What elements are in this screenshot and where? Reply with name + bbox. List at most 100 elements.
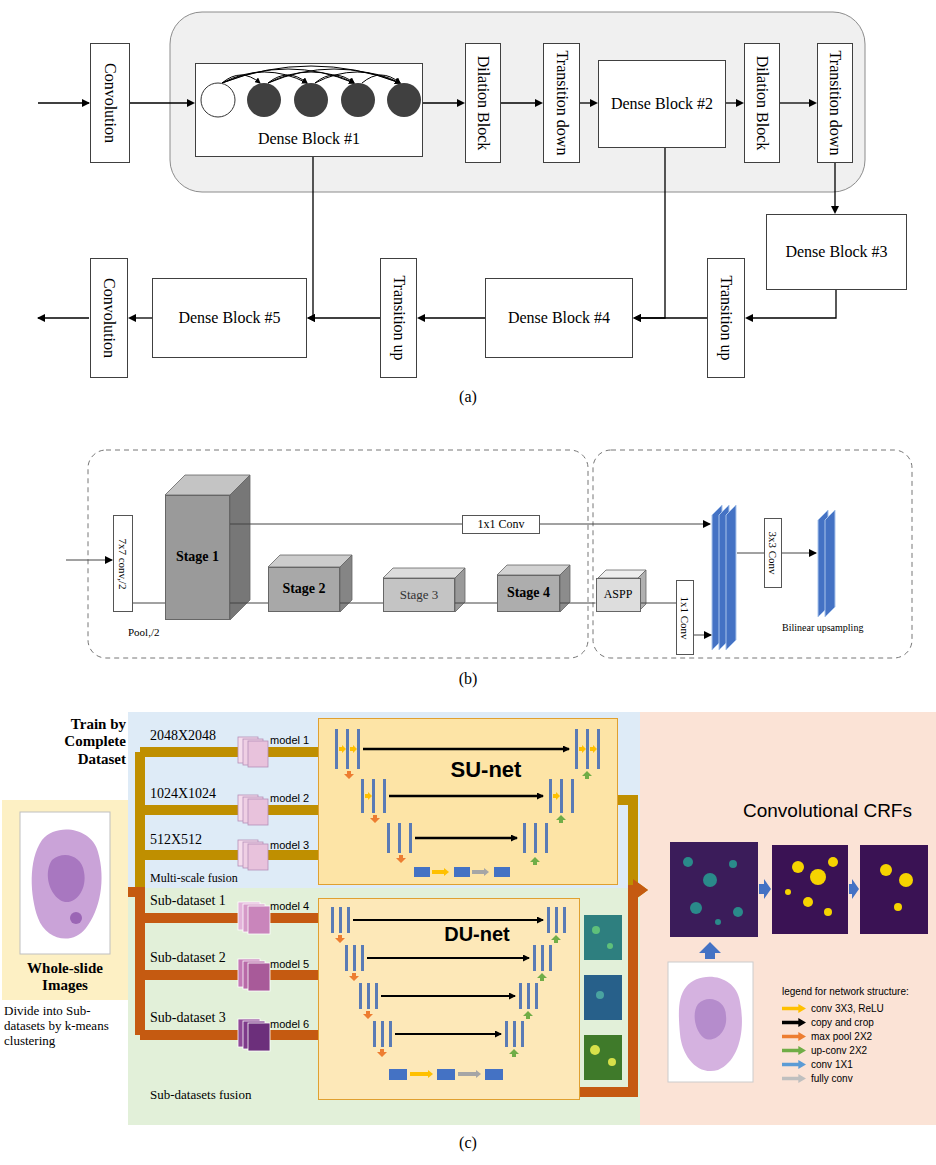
crf-figure [828, 857, 838, 867]
text-label: model 6 [270, 1018, 318, 1031]
text-label: 1024X1024 [150, 786, 230, 802]
unet-figure [494, 867, 510, 877]
node-label: 1x1 Conv [474, 518, 527, 532]
concat-arrow [694, 635, 711, 636]
node-label: Convolution [100, 278, 118, 358]
unet-figure [381, 995, 515, 997]
legend-text: max pool 2X2 [811, 1031, 872, 1042]
arrow-head [633, 314, 641, 322]
connector [780, 99, 817, 107]
dense-block-figure [362, 75, 400, 83]
crf-figure [792, 861, 804, 873]
dashed-frame [88, 450, 588, 658]
text-label: Sub-dataset 1 [150, 893, 240, 909]
unet-figure [472, 868, 489, 876]
node-label: Transition up [717, 275, 735, 360]
vertical-layer-box: Convolution [90, 43, 130, 163]
crf-figure [880, 864, 892, 876]
unet-figure [361, 779, 364, 813]
connector-line [128, 810, 318, 892]
arrow-head [809, 99, 817, 107]
text-label: 2048X2048 [150, 728, 230, 744]
connector-line [639, 148, 665, 318]
probability-map [590, 1045, 600, 1055]
unet-figure [319, 719, 619, 886]
arrow-head [633, 314, 641, 322]
crf-figure [785, 889, 791, 895]
patch-thumbnail [248, 1023, 270, 1051]
unet-figure [432, 868, 449, 876]
unet-figure [509, 935, 561, 1057]
legend-row: max pool 2X2 [782, 1030, 872, 1043]
unet-figure [523, 823, 526, 853]
crf-figure [733, 907, 743, 917]
arrow-head [633, 879, 648, 901]
text-label: legend for network structure: [782, 986, 934, 998]
input-arrow [38, 102, 89, 103]
unet-figure [339, 745, 597, 800]
text-label: (c) [440, 1134, 496, 1152]
arrow-head [590, 99, 598, 107]
slide-image [48, 855, 85, 902]
connector [641, 603, 677, 604]
dense-block-figure [247, 83, 281, 117]
probability-map [592, 926, 600, 934]
unet-figure [571, 779, 574, 813]
stage-block: Stage 4 [497, 575, 560, 612]
unet-figure [344, 771, 354, 779]
crf-figure [849, 879, 859, 899]
connector [340, 603, 383, 604]
arrow-head [457, 99, 465, 107]
cube-face [560, 565, 570, 612]
unet-figure [549, 779, 552, 813]
unet-figure [555, 907, 558, 933]
unet-figure [553, 792, 560, 800]
unet-figure [389, 1069, 503, 1080]
unet-figure [367, 957, 529, 959]
unet-figure [335, 729, 600, 853]
arrow-head [535, 99, 543, 107]
unet-figure [377, 1049, 387, 1057]
connector [501, 99, 543, 107]
unet-figure [353, 945, 356, 971]
unet-figure [519, 983, 522, 1009]
legend-swatch [782, 1046, 806, 1055]
unet-figure [551, 935, 561, 943]
unet-figure [396, 855, 406, 863]
legend-text: conv 3X3, ReLU [811, 1003, 884, 1014]
unet-figure [359, 983, 362, 1009]
network-box: SU-net [318, 718, 618, 885]
crf-figure [785, 857, 838, 916]
dense-block-figure [315, 72, 400, 83]
connector-line [834, 163, 835, 208]
feature-map [825, 510, 835, 617]
legend-row: copy and crop [782, 1016, 874, 1029]
crf-figure [899, 873, 913, 887]
node-label: Dilation Block [753, 56, 771, 151]
node-label: Convolution [101, 63, 119, 143]
aspp-block: ASPP [596, 578, 641, 612]
stage-block: Stage 3 [383, 578, 455, 612]
unet-figure [541, 945, 544, 971]
text-label: (b) [440, 670, 496, 688]
input-panel: Whole-slide Images [2, 800, 128, 1000]
unet-figure [395, 1033, 501, 1035]
connector-line [560, 603, 596, 604]
node-label: Stage 2 [279, 581, 328, 597]
unet-figure [597, 729, 600, 769]
crf-figure [699, 879, 859, 959]
unet-figure [485, 1069, 503, 1080]
legend-swatch [782, 1060, 806, 1069]
arrow-head [128, 314, 136, 322]
unet-figure [370, 815, 380, 823]
node-label: ASPP [601, 588, 636, 602]
connector [130, 99, 195, 107]
text-label: (a) [440, 388, 496, 406]
connector-line [128, 892, 318, 975]
crf-figure [810, 869, 826, 885]
text-label: Divide into Sub-datasets by k-means clus… [4, 1004, 128, 1049]
crf-figure [703, 873, 717, 887]
connector-line [133, 603, 165, 604]
node-label: 3x3 Conv [767, 531, 780, 574]
text-label: model 3 [270, 839, 318, 852]
